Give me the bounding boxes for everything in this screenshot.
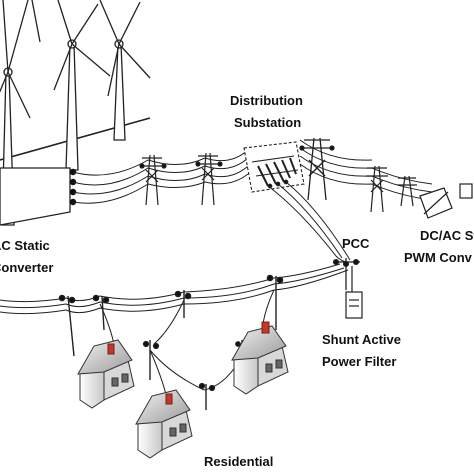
transmission-tower <box>299 137 335 201</box>
label-power-filter: Power Filter <box>322 354 396 369</box>
transmission-tower <box>195 152 223 206</box>
label-pcc: PCC <box>342 236 370 251</box>
shunt-active-power-filter <box>345 266 363 319</box>
transmission-tower <box>397 175 417 207</box>
distribution-network <box>0 263 349 405</box>
label-ac-static: AC Static <box>0 238 50 253</box>
label-pwm-converter: PWM Conv <box>404 250 473 265</box>
label-dcac: DC/AC St <box>420 228 474 243</box>
wind-turbine <box>53 0 111 171</box>
transmission-lines <box>72 139 433 204</box>
label-substation: Substation <box>234 115 301 130</box>
ac-static-converter <box>0 167 77 226</box>
distribution-poles <box>58 274 284 410</box>
label-distribution: Distribution <box>230 93 303 108</box>
house <box>135 389 193 459</box>
house <box>77 339 135 409</box>
dcac-pwm-converter <box>419 183 473 219</box>
feeder-line <box>267 181 351 263</box>
label-shunt-active: Shunt Active <box>322 332 401 347</box>
wind-turbine <box>31 0 41 43</box>
transmission-tower <box>139 154 167 206</box>
distribution-substation <box>243 141 305 193</box>
label-converter: Converter <box>0 260 53 275</box>
pcc-pole <box>332 258 360 290</box>
transmission-tower <box>366 165 388 213</box>
house <box>231 321 289 395</box>
label-residential: Residential <box>204 454 273 469</box>
wind-turbine <box>99 0 151 141</box>
